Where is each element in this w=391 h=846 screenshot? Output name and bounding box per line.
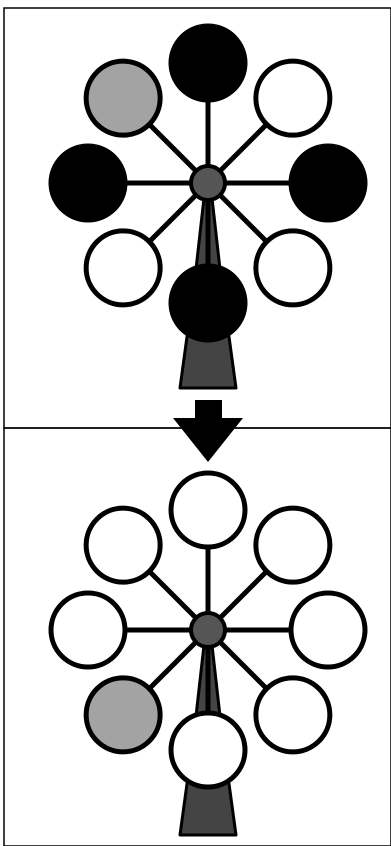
down-arrow-icon (173, 400, 243, 462)
seat-2 (253, 58, 333, 138)
seat-1 (168, 470, 248, 550)
seat-8 (83, 58, 163, 138)
bottom-panel-wheel (48, 470, 368, 837)
seat-5 (168, 263, 248, 343)
top-panel-wheel (48, 23, 368, 390)
seat-6 (83, 675, 163, 755)
seat-2 (253, 505, 333, 585)
seat-4 (253, 228, 333, 308)
seat-6 (83, 228, 163, 308)
hub (189, 611, 227, 649)
seat-3 (288, 590, 368, 670)
seat-8 (83, 505, 163, 585)
seat-5 (168, 710, 248, 790)
hub (189, 164, 227, 202)
seat-1 (168, 23, 248, 103)
seat-7 (48, 590, 128, 670)
seat-7 (48, 143, 128, 223)
seat-3 (288, 143, 368, 223)
seat-4 (253, 675, 333, 755)
